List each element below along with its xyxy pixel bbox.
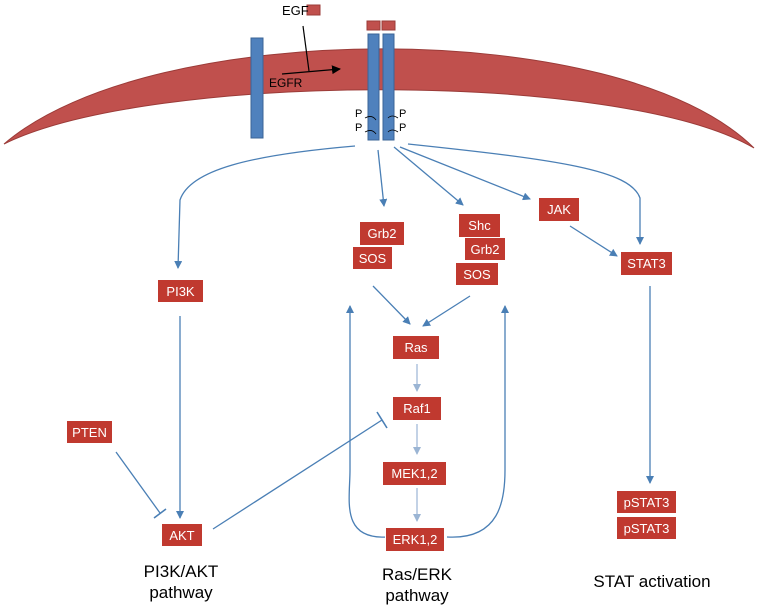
- egf-ligand-free: [306, 4, 321, 16]
- feedback-erk-right: [446, 305, 509, 538]
- caption-ras-erk-line2: pathway: [385, 586, 449, 605]
- egfr-dimer-right: [382, 33, 395, 141]
- node-shc: Shc: [458, 213, 501, 238]
- phospho-label-2: P: [355, 122, 363, 134]
- node-grb2-a: Grb2: [359, 221, 405, 246]
- node-akt: AKT: [161, 523, 203, 547]
- node-grb2-b: Grb2: [464, 237, 506, 261]
- egf-label: EGF: [282, 3, 309, 18]
- arrow-receptor-to-grb2: [377, 149, 388, 207]
- node-mek: MEK1,2: [382, 461, 447, 486]
- cell-membrane: [3, 48, 755, 149]
- caption-pi3k-akt: PI3K/AKT pathway: [116, 561, 246, 603]
- arrow-receptor-to-stat3: [407, 143, 644, 245]
- arrow-receptor-to-pi3k: [174, 145, 356, 269]
- phospho-label-4: P: [399, 122, 407, 134]
- egf-ligand-bound-right: [381, 20, 396, 31]
- arrow-shc-sos-to-ras: [422, 295, 471, 327]
- caption-ras-erk: Ras/ERK pathway: [352, 564, 482, 606]
- node-erk: ERK1,2: [385, 527, 445, 552]
- egfr-dimer-left: [367, 33, 380, 141]
- node-raf1: Raf1: [392, 396, 442, 421]
- egfr-monomer: [250, 37, 264, 139]
- caption-stat-activation: STAT activation: [593, 572, 711, 591]
- node-pstat3-a: pSTAT3: [616, 490, 677, 514]
- feedback-erk-left: [346, 305, 389, 538]
- node-pstat3-b: pSTAT3: [616, 516, 677, 540]
- egfr-label: EGFR: [269, 76, 303, 90]
- arrow-receptor-to-jak: [399, 146, 531, 201]
- node-pi3k: PI3K: [157, 279, 204, 303]
- egf-ligand-bound-left: [366, 20, 381, 31]
- caption-ras-erk-line1: Ras/ERK: [382, 565, 452, 584]
- caption-pi3k-akt-line1: PI3K/AKT: [143, 562, 219, 581]
- node-jak: JAK: [538, 197, 580, 222]
- node-ras: Ras: [392, 335, 440, 360]
- inhibit-pten-akt-bar: [153, 508, 167, 519]
- inhibit-pten-akt: [115, 451, 161, 514]
- arrow-sos-to-ras: [372, 285, 411, 325]
- arrow-jak-to-stat3: [569, 225, 618, 257]
- inhibit-akt-raf1: [212, 419, 383, 530]
- arrow-receptor-to-shc: [393, 146, 464, 206]
- egf-binding-line: [302, 25, 310, 72]
- dimerization-arrow: [281, 65, 341, 75]
- caption-pi3k-akt-line2: pathway: [149, 583, 213, 602]
- node-pten: PTEN: [66, 420, 113, 444]
- phospho-label-3: P: [399, 108, 407, 120]
- node-sos-a: SOS: [352, 246, 393, 270]
- phospho-label-1: P: [355, 108, 363, 120]
- node-sos-b: SOS: [455, 262, 499, 286]
- node-stat3: STAT3: [620, 251, 673, 276]
- inhibit-akt-raf1-bar: [376, 411, 388, 429]
